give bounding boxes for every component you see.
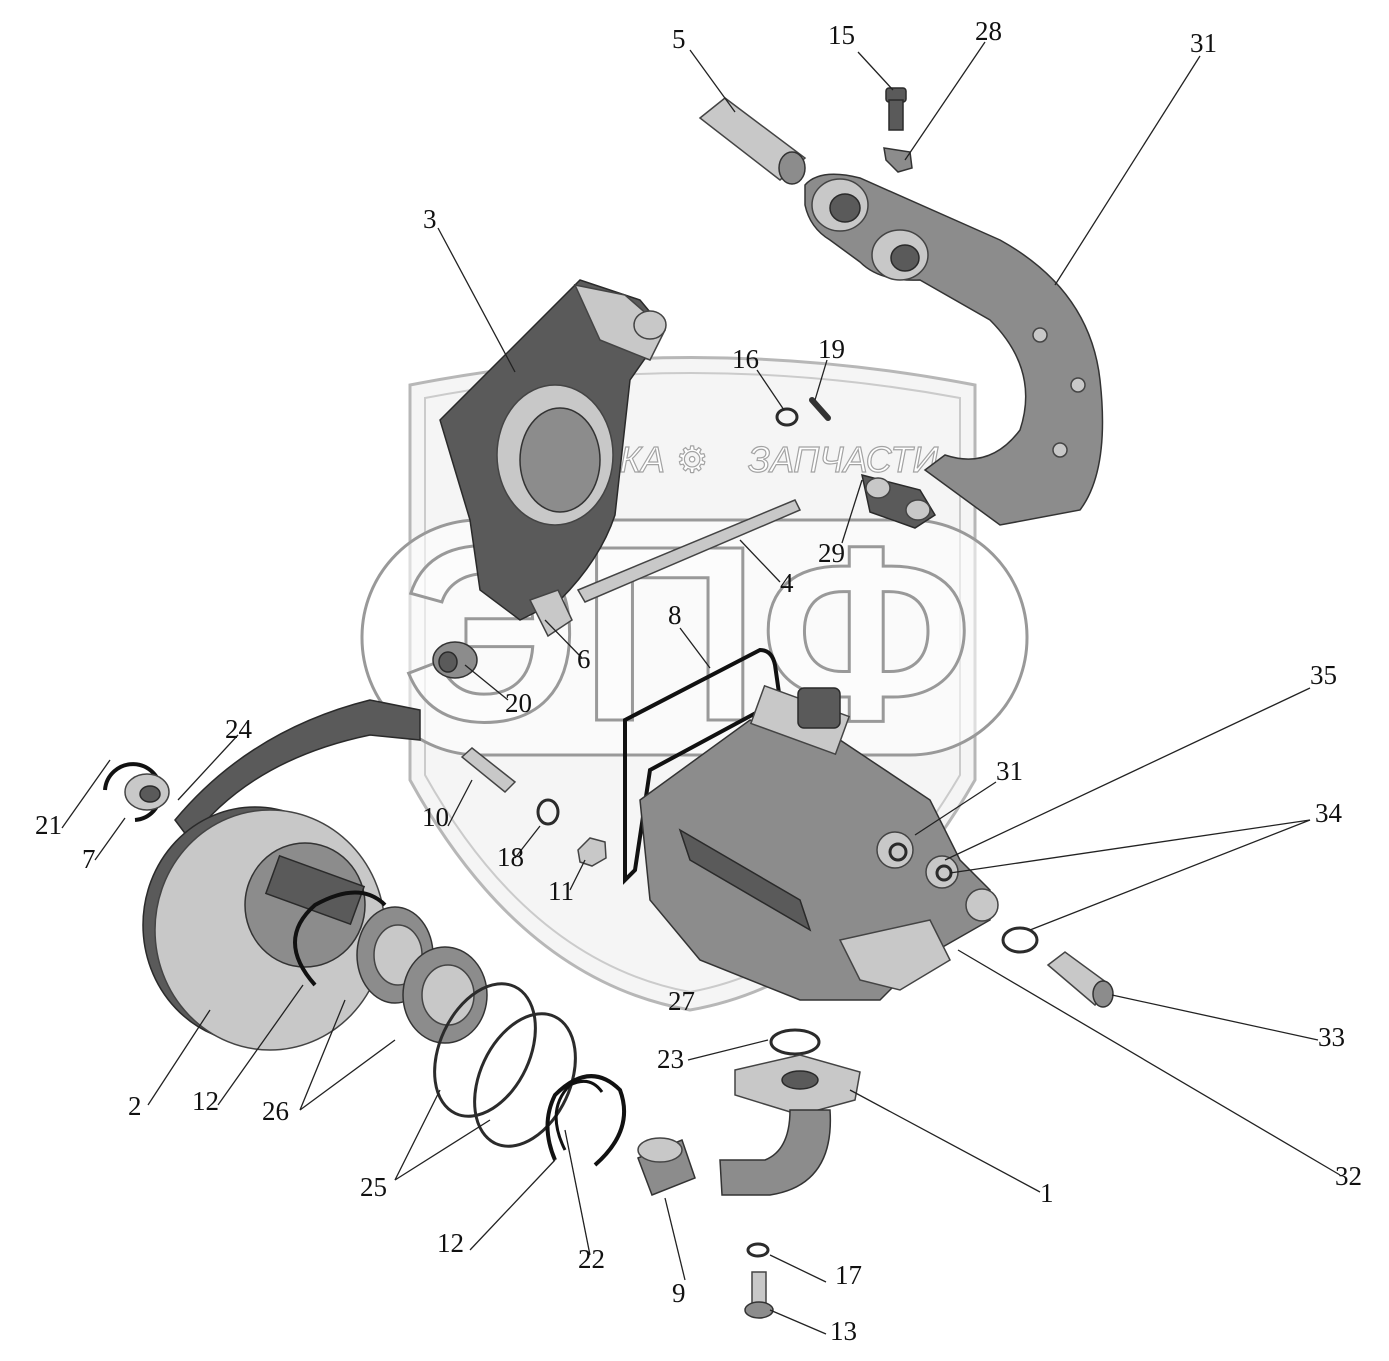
callout-25: 25 (360, 1172, 387, 1202)
part-15-bolt (885, 87, 907, 131)
part-17-washer (746, 1242, 770, 1258)
callout-18: 18 (497, 842, 524, 872)
part-19-cotter-pin (809, 397, 831, 421)
part-25-o-ring-2 (473, 1012, 577, 1148)
part-1-elbow (719, 1054, 861, 1196)
callout-20: 20 (505, 688, 532, 718)
part-5-pin (698, 97, 807, 185)
part-10-pin (460, 747, 517, 794)
callout-11: 11 (548, 876, 574, 906)
callout-13: 13 (830, 1316, 857, 1346)
watermark: ТЕХНИКА ⚙ ЗАПЧАСТИ ЭПФ (360, 356, 1029, 1012)
callout-21: 22 (578, 1244, 605, 1274)
part-20-bushing (432, 641, 478, 679)
callout-1: 1 (1040, 1178, 1054, 1208)
part-31-ring (888, 842, 908, 862)
callout-30: 31 (1190, 28, 1217, 58)
leader-lines (61, 41, 1341, 1335)
part-30-bracket (804, 173, 1104, 526)
part-11-nut (577, 837, 607, 867)
callouts: 5 15 28 31 3 16 19 29 4 8 6 20 35 24 31 … (35, 16, 1362, 1346)
callout-15: 15 (828, 20, 855, 50)
callout-10: 10 (422, 802, 449, 832)
part-26-bearings (356, 906, 488, 1044)
callout-28: 27 (668, 986, 695, 1016)
callout-12-upper: 12 (192, 1086, 219, 1116)
part-24-belt (174, 699, 421, 842)
part-7-nut (124, 773, 170, 811)
callout-19: 19 (818, 334, 845, 364)
callout-5: 5 (672, 24, 686, 54)
part-25-o-ring-1 (433, 982, 537, 1118)
part-27-lock-washer (883, 147, 913, 173)
part-34-o-ring (1001, 926, 1039, 954)
part-18-washer (536, 798, 560, 826)
callout-7: 7 (82, 844, 96, 874)
callout-35: 35 (1310, 660, 1337, 690)
callout-34: 34 (1315, 798, 1343, 828)
part-33-fitting (1046, 951, 1114, 1008)
callout-9: 9 (672, 1278, 686, 1308)
callout-29: 29 (818, 538, 845, 568)
part-4-shaft (576, 499, 802, 603)
part-22-snap-ring (103, 762, 163, 822)
callout-17: 17 (835, 1260, 862, 1290)
callout-16: 16 (732, 344, 759, 374)
callout-12-lower: 12 (437, 1228, 464, 1258)
part-2-pulley (142, 806, 386, 1051)
callout-6: 6 (577, 644, 591, 674)
part-16-washer (775, 407, 799, 427)
callout-24: 24 (225, 714, 253, 744)
callout-33: 33 (1318, 1022, 1345, 1052)
part-23-o-ring (769, 1028, 821, 1056)
part-6-nut (528, 589, 573, 638)
callout-27: 28 (975, 16, 1002, 46)
part-12-circlip-lower (545, 1074, 627, 1167)
callout-3: 3 (423, 204, 437, 234)
callout-4: 4 (780, 568, 794, 598)
watermark-gear-icon: ⚙ (676, 439, 708, 480)
callout-8: 8 (668, 600, 682, 630)
callout-22: 21 (35, 810, 62, 840)
part-12-circlip-upper (293, 890, 387, 987)
callout-2: 2 (128, 1091, 142, 1121)
callout-26: 26 (262, 1096, 289, 1126)
part-29-block (861, 473, 937, 529)
callout-31: 31 (996, 756, 1023, 786)
callout-32: 32 (1335, 1161, 1362, 1191)
callout-23: 23 (657, 1044, 684, 1074)
part-13-bolt (744, 1271, 774, 1319)
part-21-circlip (554, 1079, 604, 1151)
part-9-sleeve (637, 1137, 696, 1196)
part-28-pump-body (639, 684, 999, 1001)
watermark-text-right: ЗАПЧАСТИ (748, 439, 938, 480)
part-3-housing (439, 279, 667, 621)
